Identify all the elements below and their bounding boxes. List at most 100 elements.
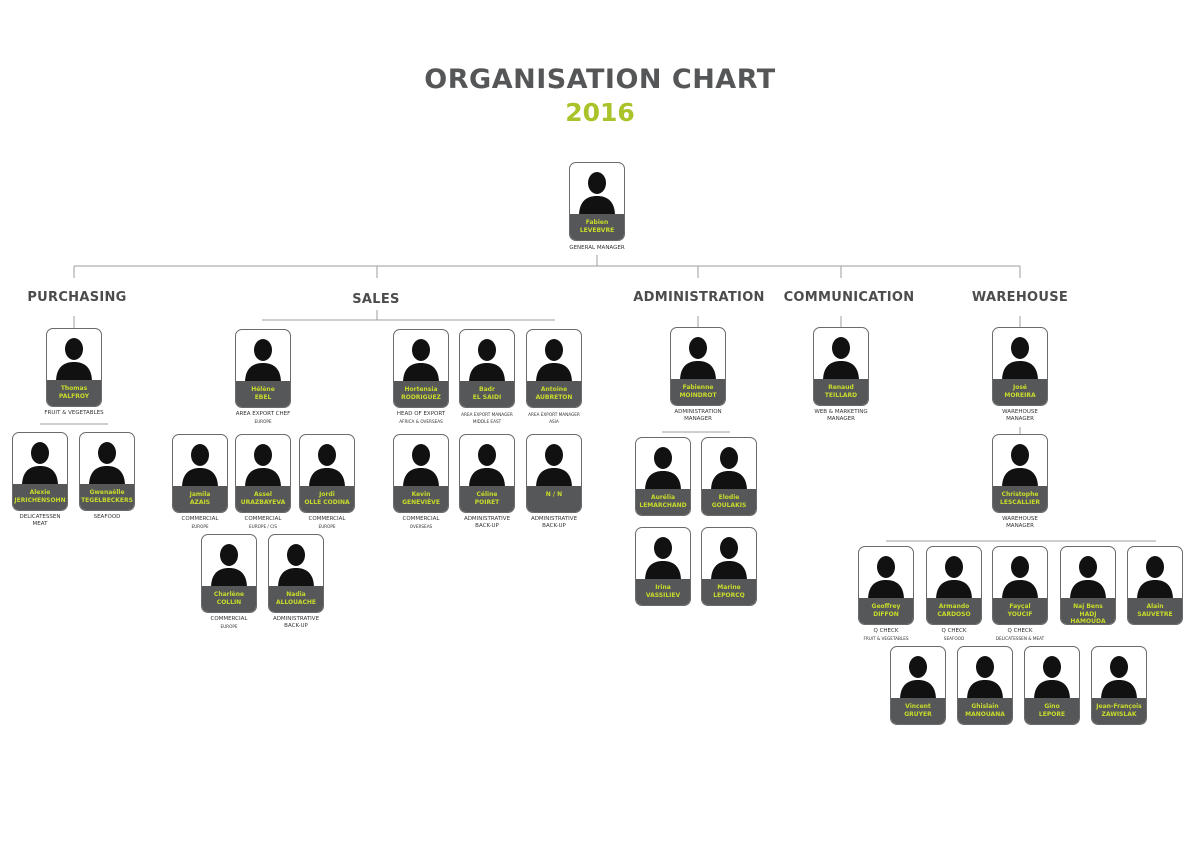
person-card-nn[interactable]: N / N xyxy=(526,434,582,513)
silhouette-icon xyxy=(1025,647,1079,700)
silhouette-icon xyxy=(460,435,514,488)
dept-warehouse: WAREHOUSE xyxy=(971,290,1069,305)
silhouette-icon xyxy=(702,528,756,581)
person-role: GENERAL MANAGER xyxy=(569,245,625,251)
silhouette-icon xyxy=(80,433,134,486)
silhouette-icon xyxy=(527,435,581,488)
dept-administration: ADMINISTRATION xyxy=(633,290,765,305)
silhouette-icon xyxy=(1128,547,1182,600)
dept-communication: COMMUNICATION xyxy=(783,290,915,305)
dept-sales: SALES xyxy=(352,292,400,307)
person-role: SEAFOOD xyxy=(93,514,121,520)
silhouette-icon xyxy=(202,535,256,588)
silhouette-icon xyxy=(527,330,581,383)
silhouette-icon xyxy=(570,163,624,216)
silhouette-icon xyxy=(993,328,1047,381)
chart-title: ORGANISATION CHART xyxy=(424,64,776,95)
silhouette-icon xyxy=(1061,547,1115,600)
silhouette-icon xyxy=(47,329,101,382)
person-role: FRUIT & VEGETABLES xyxy=(44,410,104,416)
silhouette-icon xyxy=(891,647,945,700)
person-name: N / N xyxy=(527,486,581,512)
silhouette-icon xyxy=(394,435,448,488)
silhouette-icon xyxy=(636,438,690,491)
silhouette-icon xyxy=(958,647,1012,700)
silhouette-icon xyxy=(13,433,67,486)
silhouette-icon xyxy=(236,330,290,383)
silhouette-icon xyxy=(859,547,913,600)
silhouette-icon xyxy=(702,438,756,491)
silhouette-icon xyxy=(394,330,448,383)
